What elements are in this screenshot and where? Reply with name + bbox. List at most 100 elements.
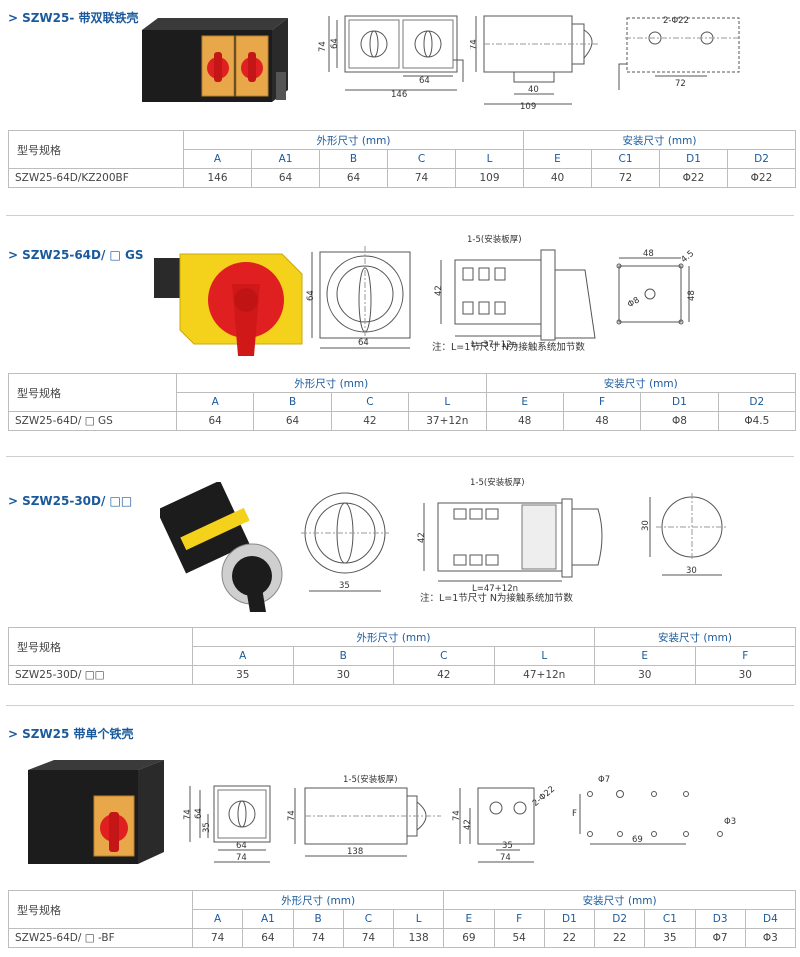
col-header: D1: [659, 149, 728, 169]
table-row: SZW25-64D/ □ -BF 74 64 74 74 138 69 54 2…: [8, 928, 797, 948]
col-header: F: [694, 646, 796, 666]
drawing-side-single: 1-5(安装板厚) 74 138: [287, 774, 441, 857]
dim-138: 138: [347, 847, 363, 857]
spec-table: 型号规格 外形尺寸 (mm) 安装尺寸 (mm) A B C L E F SZW…: [8, 627, 796, 685]
dim-30-width: 30: [686, 566, 697, 576]
table-cell: Φ7: [694, 928, 746, 948]
table-cell: 64: [319, 168, 388, 188]
table-header-install: 安装尺寸 (mm): [485, 373, 796, 393]
drawing-front-64d: 64 64: [306, 246, 411, 349]
dim-35: 35: [202, 822, 212, 833]
drawing-side-double: 74 40 109: [470, 15, 600, 110]
dim-30-height: 30: [641, 520, 651, 531]
dim-42: 42: [417, 532, 427, 543]
table-header-model: 型号规格: [8, 373, 177, 412]
table-header-install: 安装尺寸 (mm): [523, 130, 796, 150]
table-cell: 64: [253, 411, 332, 431]
table-cell: 64: [242, 928, 294, 948]
table-cell: 37+12n: [408, 411, 487, 431]
dim-2-phi22: 2-Φ22: [663, 16, 689, 26]
drawing-side-64d: 1-5(安装板厚) 42 L=37+12n: [434, 234, 596, 350]
dim-74: 74: [318, 41, 328, 52]
dim-f: F: [572, 809, 577, 819]
drawing-front-30d: 35: [301, 492, 389, 592]
dim-48-width: 48: [643, 249, 654, 259]
table-cell: 54: [493, 928, 545, 948]
dim-plate-thickness: 1-5(安装板厚): [467, 234, 522, 245]
col-header: C1: [591, 149, 660, 169]
dim-phi3: Φ3: [724, 817, 736, 827]
section-title: >SZW25 带单个铁壳: [8, 727, 134, 741]
drawing-back-single: 2-Φ22 74 42 35 74: [452, 784, 557, 863]
table-header-outline: 外形尺寸 (mm): [192, 627, 595, 647]
drawing-mount-single: Φ7 F 69 Φ3: [572, 775, 736, 845]
col-header: A1: [251, 149, 320, 169]
table-cell: 109: [455, 168, 524, 188]
chevron-right-icon: >: [8, 727, 19, 741]
table-cell: 72: [591, 168, 660, 188]
chevron-right-icon: >: [8, 494, 19, 508]
section-title: >SZW25-64D/ □ GS: [8, 248, 144, 262]
drawing-front-single: 74 64 35 64 74: [183, 785, 271, 863]
col-header: E: [523, 149, 592, 169]
table-cell: 30: [694, 665, 796, 685]
dim-64-width: 64: [236, 841, 247, 851]
table-cell: Φ4.5: [717, 411, 797, 431]
dim-74-bottom: 74: [500, 853, 511, 863]
section-title: >SZW25-30D/ □□: [8, 494, 133, 508]
section-divider: [6, 705, 794, 706]
col-header: E: [594, 646, 696, 666]
drawing-front-double: 74 64 64 146: [318, 15, 464, 100]
dim-146: 146: [391, 90, 407, 100]
table-cell: 138: [392, 928, 445, 948]
col-header: L: [455, 149, 524, 169]
table-header-outline: 外形尺寸 (mm): [183, 130, 524, 150]
dim-72: 72: [675, 79, 686, 89]
dim-length: L=37+12n: [471, 340, 517, 350]
col-header: F: [562, 392, 642, 412]
table-cell: 64: [251, 168, 320, 188]
table-cell: 47+12n: [493, 665, 595, 685]
dim-plate-thickness: 1-5(安装板厚): [470, 477, 525, 488]
table-cell: 40: [523, 168, 592, 188]
table-cell: 22: [543, 928, 596, 948]
table-header-model: 型号规格: [8, 130, 184, 169]
dim-64: 64: [194, 808, 204, 819]
spec-table: 型号规格 外形尺寸 (mm) 安装尺寸 (mm) A A1 B C L E F …: [8, 890, 797, 948]
table-cell: 48: [562, 411, 642, 431]
dim-42: 42: [463, 819, 473, 830]
drawing-mount-double: 2-Φ22 72: [618, 16, 740, 90]
col-header: L: [392, 909, 445, 929]
col-header: A: [191, 909, 244, 929]
table-cell: 74: [342, 928, 395, 948]
dim-64-height: 64: [306, 290, 316, 301]
section-divider: [6, 456, 794, 457]
col-header: F: [493, 909, 545, 929]
drawing-mount-30d: 30 30: [641, 493, 728, 576]
table-row: SZW25-64D/ □ GS 64 64 42 37+12n 48 48 Φ8…: [8, 411, 797, 431]
dim-64: 64: [330, 38, 340, 49]
dim-74-side: 74: [287, 810, 297, 821]
table-cell: 146: [183, 168, 252, 188]
table-cell-model: SZW25-64D/ □ -BF: [8, 928, 193, 948]
dim-40: 40: [528, 85, 539, 95]
drawing-mount-64d: 48 4.5 48 Φ8: [616, 249, 697, 325]
col-header: A: [175, 392, 255, 412]
col-header: C: [342, 909, 395, 929]
table-cell: 35: [192, 665, 294, 685]
table-cell-model: SZW25-64D/KZ200BF: [8, 168, 184, 188]
product-photo-30d: [160, 482, 283, 612]
col-header: L: [408, 392, 487, 412]
dim-74-back: 74: [452, 810, 462, 821]
table-cell: 64: [175, 411, 255, 431]
dim-phi7: Φ7: [598, 775, 610, 785]
section-30d: >SZW25-30D/ □□ 35 1-5(安装板厚) 42 L=47+12n: [0, 457, 800, 705]
dim-64-width: 64: [358, 338, 369, 348]
col-header: C: [330, 392, 410, 412]
dim-35-back: 35: [502, 841, 513, 851]
col-header: B: [292, 646, 394, 666]
section-title: >SZW25- 带双联铁壳: [8, 11, 139, 25]
dim-74: 74: [183, 809, 193, 820]
chevron-right-icon: >: [8, 248, 19, 262]
table-cell: 48: [485, 411, 564, 431]
